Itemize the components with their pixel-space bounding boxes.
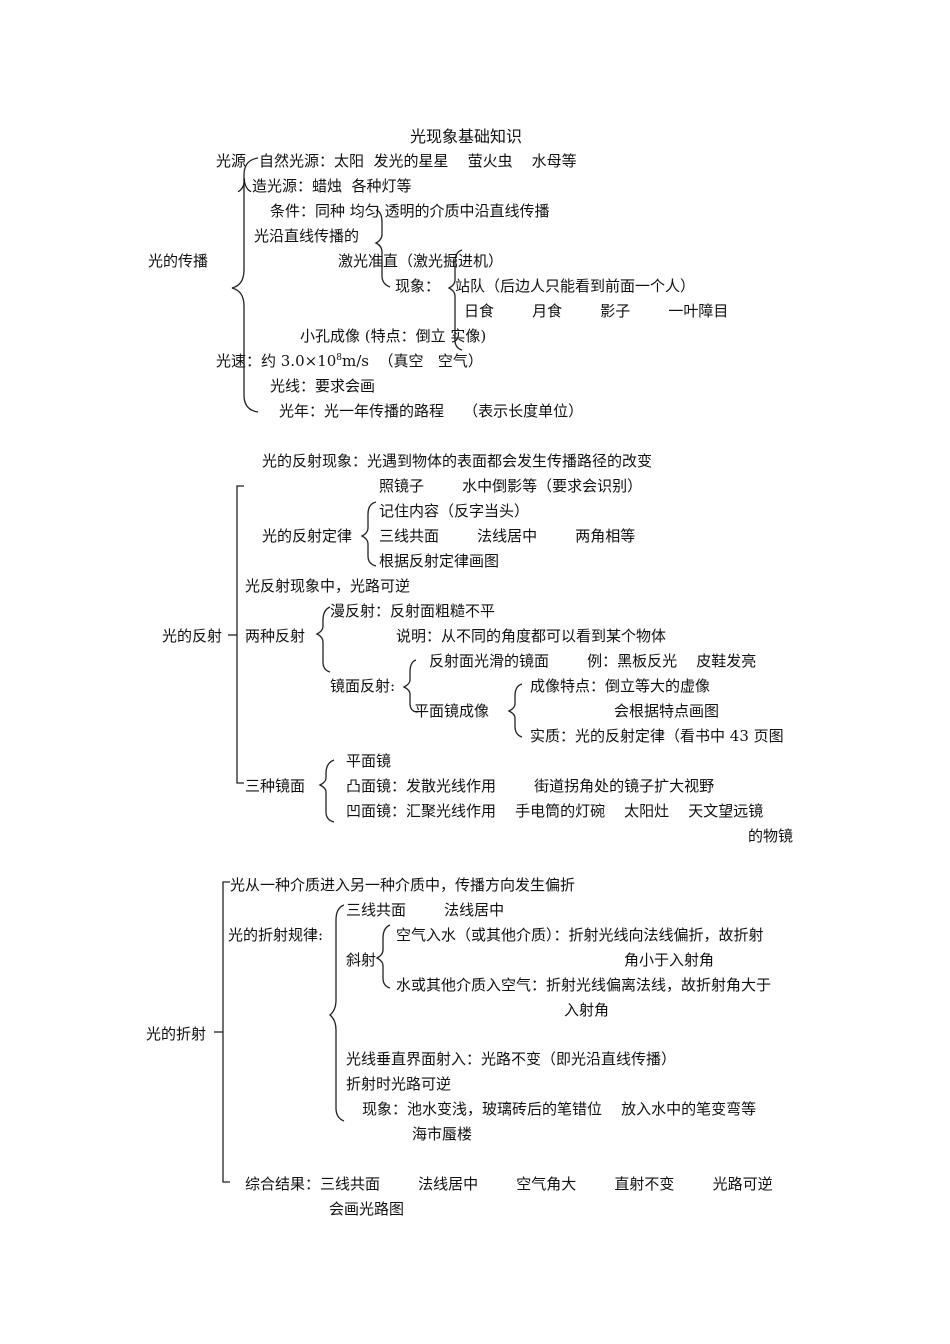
node-propagation: 光的传播 [148,252,209,270]
two-types-label: 两种反射 [245,627,306,645]
node-reflection: 光的反射 [162,627,223,645]
perpendicular: 光线垂直界面射入：光路不变（即光沿直线传播） [346,1050,677,1068]
condition: 条件：同种 均匀 透明的介质中沿直线传播 [270,202,550,220]
reflection-phenomenon: 光的反射现象：光遇到物体的表面都会发生传播路径的改变 [262,452,653,470]
mirror-item: 平面镜 [346,752,392,770]
refraction-reversible: 折射时光路可逆 [346,1075,452,1093]
refraction-summary-2: 会画光路图 [329,1200,405,1218]
page-title: 光现象基础知识 [410,127,523,146]
diffuse-note: 说明：从不同的角度都可以看到某个物体 [396,627,667,645]
light-ray: 光线：要求会画 [270,377,376,395]
plane-image-item: 实质：光的反射定律（看书中 43 页图 [530,727,784,745]
air-to-water-2: 角小于入射角 [624,951,715,969]
refraction-law-label: 光的折射规律: [228,926,324,944]
node-refraction: 光的折射 [146,1025,207,1043]
mirror-item: 的物镜 [748,827,794,845]
three-mirrors-label: 三种镜面 [245,777,306,795]
air-to-water: 空气入水（或其他介质）：折射光线向法线偏折，故折射 [396,926,764,944]
law-item: 根据反射定律画图 [379,552,500,570]
reflection-reversible: 光反射现象中，光路可逆 [245,577,411,595]
refraction-summary: 综合结果：三线共面 法线居中 空气角大 直射不变 光路可逆 [245,1175,773,1193]
mirror-item: 凸面镜：发散光线作用 街道拐角处的镜子扩大视野 [346,777,715,795]
phenomena-2: 日食 月食 影子 一叶障目 [464,302,729,320]
artificial-source: 人造光源：蜡烛 各种灯等 [237,177,412,195]
water-to-air: 水或其他介质入空气：折射光线偏离法线，故折射角大于 [396,976,772,994]
speed-of-light: 光速：约 3.0×108m/s （真空 空气） [216,352,483,370]
oblique-label: 斜射 [346,951,377,969]
diffuse-reflection: 漫反射：反射面粗糙不平 [330,602,496,620]
refraction-phenomena-2: 海市蜃楼 [412,1125,473,1143]
node-light-source: 光源 [216,152,247,170]
plane-image-label: 平面镜成像 [414,702,490,720]
plane-image-item: 会根据特点画图 [614,702,720,720]
law-item: 记住内容（反字当头） [379,502,530,520]
refraction-definition: 光从一种介质进入另一种介质中，传播方向发生偏折 [230,876,576,894]
law-item: 三线共面 法线居中 两角相等 [379,527,636,545]
phenomena-1: 站队（后边人只能看到前面一个人） [455,277,696,295]
reflection-examples: 照镜子 水中倒影等（要求会识别） [379,477,643,495]
pinhole: 小孔成像 (特点：倒立 实像) [300,327,487,345]
coplanar: 三线共面 法线居中 [346,901,505,919]
laser: 激光准直（激光掘进机） [338,252,504,270]
straight-line-label: 光沿直线传播的 [254,227,360,245]
water-to-air-2: 入射角 [564,1001,610,1019]
natural-source: 自然光源：太阳 发光的星星 萤火虫 水母等 [259,152,577,170]
specular-smooth: 反射面光滑的镜面 例：黑板反光 皮鞋发亮 [429,652,757,670]
light-year: 光年：光一年传播的路程 （表示长度单位） [279,402,584,420]
specular-label: 镜面反射: [330,677,396,695]
plane-image-item: 成像特点：倒立等大的虚像 [530,677,711,695]
reflection-law-label: 光的反射定律 [262,527,353,545]
phenomena-label: 现象： [395,277,441,295]
mirror-item: 凹面镜：汇聚光线作用 手电筒的灯碗 太阳灶 天文望远镜 [346,802,764,820]
refraction-phenomena: 现象：池水变浅，玻璃砖后的笔错位 放入水中的笔变弯等 [362,1100,757,1118]
